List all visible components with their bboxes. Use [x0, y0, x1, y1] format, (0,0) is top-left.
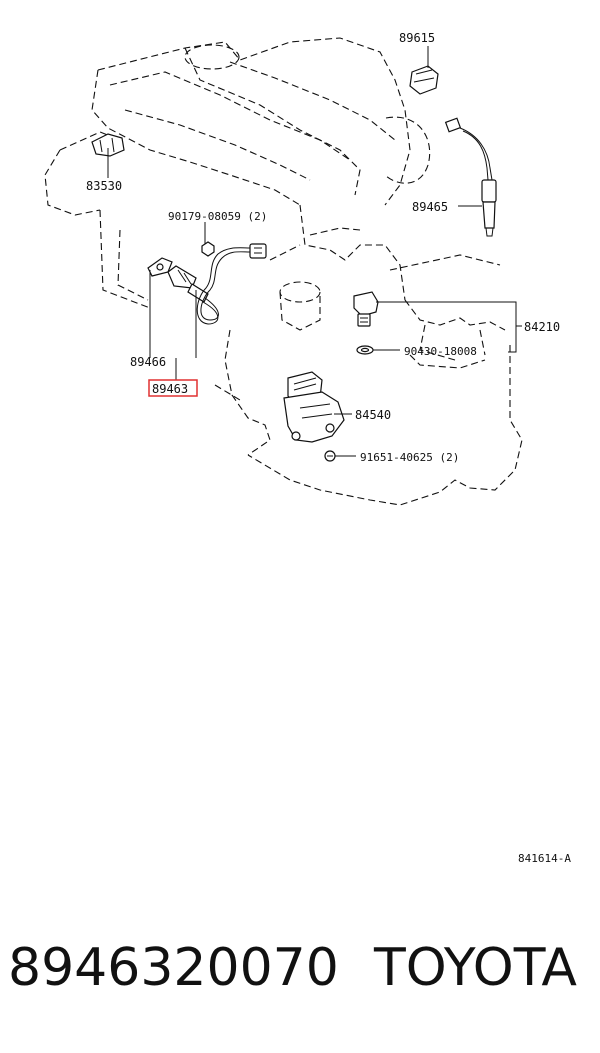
- leader-lines: [107, 46, 522, 457]
- oil-pressure-switch-83530: [91, 133, 125, 157]
- gasket-90430: [356, 345, 374, 355]
- label-89465: 89465: [412, 200, 448, 214]
- caption: 8946320070 TOYOTA: [0, 938, 600, 1008]
- throttle-sensor-84540: [283, 371, 345, 443]
- screw-91651: [324, 450, 336, 462]
- nut-90179: [201, 241, 215, 257]
- label-90179: 90179-08059 (2): [168, 210, 267, 223]
- label-89615: 89615: [399, 31, 435, 45]
- part-number: 8946320070: [8, 938, 339, 998]
- label-84540: 84540: [355, 408, 391, 422]
- label-89466: 89466: [130, 355, 166, 369]
- engine-outline: [44, 37, 523, 506]
- label-84210: 84210: [524, 320, 560, 334]
- reference-code: 841614-A: [518, 852, 571, 865]
- knock-sensor-89615: [409, 65, 439, 95]
- brand-name: TOYOTA: [374, 938, 577, 998]
- label-83530: 83530: [86, 179, 122, 193]
- highlight-box-89463: [148, 379, 198, 397]
- oxygen-sensor-89465: [444, 117, 497, 237]
- sensor-84210: [353, 291, 379, 327]
- label-91651: 91651-40625 (2): [360, 451, 459, 464]
- air-fuel-sensor-89463: [147, 243, 267, 325]
- label-89463: 89463: [152, 382, 188, 396]
- label-90430: 90430-18008: [404, 345, 477, 358]
